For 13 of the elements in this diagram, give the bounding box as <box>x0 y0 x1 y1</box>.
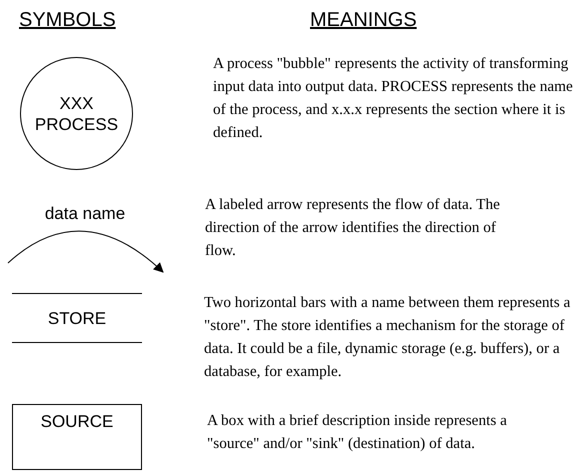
symbol-label: XXX PROCESS <box>34 92 120 134</box>
arrow-label: data name <box>44 203 126 224</box>
description-text: A labeled arrow represents the flow of data. The direction of the arrow identifies the direction of flow. <box>205 195 501 261</box>
description-text: A process "bubble" represents the activity of transforming input data into output data. PROCESS represents the name of the process, and x.x.x represents the section where it is defined. <box>213 54 574 143</box>
process-circle <box>20 57 133 170</box>
column-heading: SYMBOLS <box>19 8 116 32</box>
symbol-label: STORE <box>48 308 106 328</box>
description-text: A box with a brief description inside represents a "source" and/or "sink" (destination) of data. <box>207 411 507 454</box>
column-heading: MEANINGS <box>310 8 417 32</box>
source-box <box>12 404 142 470</box>
data-store <box>12 293 142 343</box>
description-text: Two horizontal bars with a name between them represents a "store". The store identifies a mechanism for the storage of data. It could be a file, dynamic storage (e.g. buffers), or a database, for example. <box>204 293 572 382</box>
symbol-label: SOURCE <box>40 412 114 431</box>
